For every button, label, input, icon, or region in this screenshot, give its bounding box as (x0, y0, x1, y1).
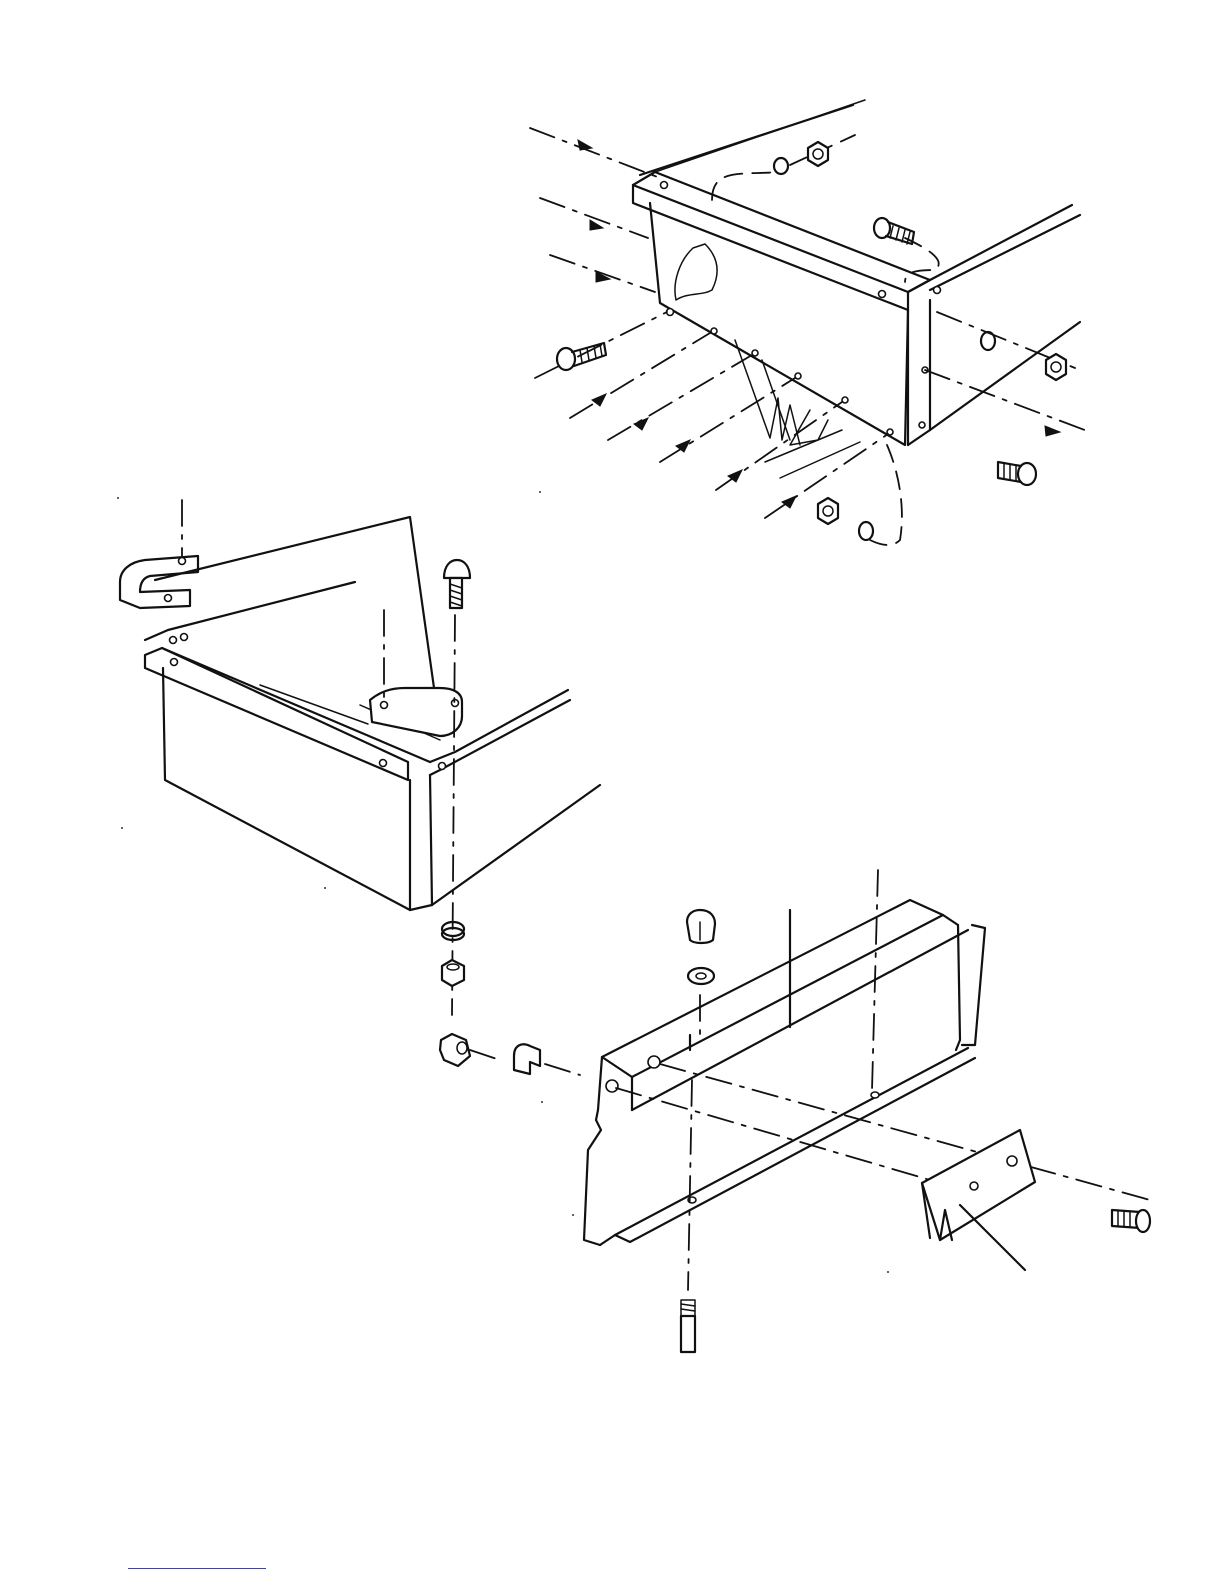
left-corner-assembly (120, 500, 600, 1075)
screw-icon (998, 462, 1036, 485)
u-clip-icon (514, 1044, 540, 1074)
hex-nut-icon (818, 498, 838, 524)
hardware-left (440, 560, 580, 1075)
box-side-panel (908, 205, 1080, 445)
clip-nut-icon (440, 1034, 470, 1066)
flat-washer-icon (688, 968, 714, 984)
lock-washer-icon (859, 522, 873, 540)
hex-nut-icon (808, 142, 828, 166)
screw-icon (874, 218, 914, 244)
corner-bracket-lower (370, 610, 462, 736)
lower-rail-assembly (584, 870, 1150, 1352)
screw-icon (444, 560, 470, 608)
hex-nut-icon (442, 960, 464, 986)
stud-icon (681, 1300, 695, 1352)
footer-rule (128, 1568, 266, 1569)
scan-specks (117, 491, 889, 1273)
lock-washer-icon (774, 158, 788, 174)
box-top-flange (633, 100, 930, 310)
clip-nut-icon (687, 910, 715, 943)
top-right-assembly (530, 100, 1090, 545)
assembly-lines-top (530, 128, 1090, 545)
leader-line (960, 1205, 1025, 1270)
hardware-lower (681, 910, 1150, 1352)
screw-icon (1112, 1210, 1150, 1232)
corner-bracket-upper (120, 500, 198, 608)
corner-box (145, 582, 600, 910)
lock-washer-icon (981, 332, 995, 350)
hex-nut-icon (1046, 354, 1066, 380)
